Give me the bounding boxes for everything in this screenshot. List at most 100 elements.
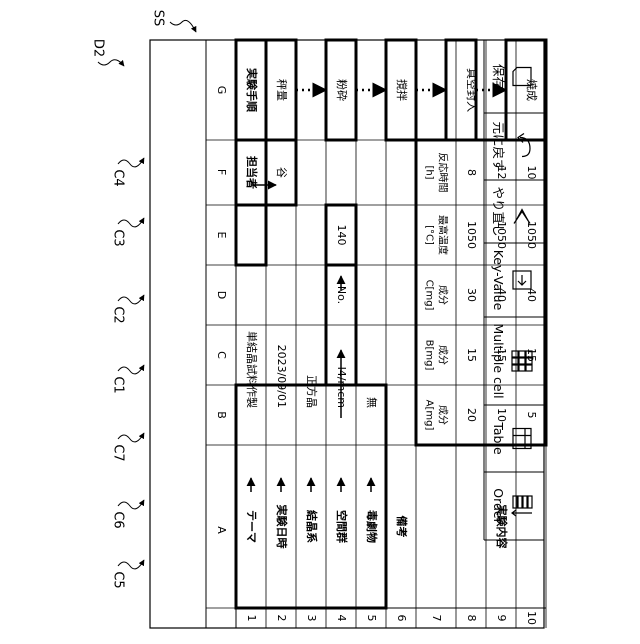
cell-text: 140 [335,225,348,246]
cell-b5: 無 [365,397,379,408]
cell-f7: 反応時間[h] [424,153,450,193]
cell-b8: 20 [465,408,478,422]
cell-text: 備考 [395,516,409,538]
ref-label-c3: C3 [111,229,126,246]
row-header-9: 9 [495,615,508,622]
row-header-7: 7 [430,615,443,622]
ref-leader-d2 [98,60,124,66]
cell-text: 実験日時 [275,505,289,549]
row-header-1: 1 [245,615,258,622]
cell-b7: 成分A[mg] [424,400,449,431]
toolbar-button-c3[interactable]: Table [491,421,531,455]
cell-e4: 140 [335,225,348,246]
row-header-4: 4 [335,615,348,622]
ref-label-c1: C1 [111,376,126,393]
ref-leader-c4 [118,158,144,167]
mc-cell [512,351,518,357]
mc-cell [512,365,518,371]
cell-text: 2023/09/01 [275,345,288,408]
cell-f8: 8 [465,169,478,176]
order-bar [523,496,527,508]
mc-cell [519,358,525,364]
cell-text: 無 [365,397,379,408]
kv-arrow [518,275,526,285]
cell-text: 谷 [275,167,288,178]
ref-label-c4: C4 [111,169,126,186]
cell-b3: 正方晶 [305,375,319,408]
cell-text: 粉砕 [335,79,349,101]
cell-g1: 実験手順 [245,68,259,113]
row-header-5: 5 [365,615,378,622]
toolbar-button-c7[interactable]: やり直し [491,186,530,236]
cell-text: 正方晶 [305,375,319,408]
col-header-d: D [215,291,228,299]
toolbar-label: Table [491,421,506,455]
cell-c8: 15 [465,348,478,362]
ref-label-d2: D2 [91,39,106,57]
cell-text: 10 [495,408,508,422]
ref-label-c7: C7 [111,444,126,461]
toolbar-label: 元に戻す [491,121,506,171]
cell-text: 20 [465,408,478,422]
ref-leader-ss [170,20,196,32]
toolbar-label: Order [491,488,506,524]
ref-label-c6: C6 [111,511,126,528]
cell-text: 10 [525,166,538,180]
cell-text: 最高温度 [437,215,450,255]
toolbar-button-c2[interactable]: Multiple cell [491,323,532,398]
cell-f2: 谷 [275,167,288,178]
cell-f10: 10 [525,166,538,180]
toolbar-button-c6[interactable]: 元に戻す [491,121,530,171]
order-bar [518,496,522,508]
cell-a5: 毒劇物 [365,510,379,543]
col-header-f: F [215,169,228,175]
row-header-3: 3 [305,615,318,622]
ref-leader-c7 [118,433,144,442]
cell-text: [°C] [424,225,435,245]
order-bar [528,496,532,508]
col-header-b: B [215,411,228,419]
ref-leader-c2 [118,295,144,304]
row-header-10: 10 [525,611,538,625]
cell-g6: 撹拌 [395,79,409,101]
cell-text: A[mg] [424,400,435,431]
order-icon [512,496,532,516]
row-header-8: 8 [465,615,478,622]
cell-f1: 担当者 [245,156,259,189]
cell-text: 実験手順 [245,68,259,113]
cell-b2: 2023/09/01 [275,345,288,408]
mc-cell [519,365,525,371]
cell-e10: 1050 [525,221,538,249]
mc-cell [526,365,532,371]
cell-b1: 単結晶試料作製 [245,331,259,408]
cell-text: 撹拌 [395,79,409,101]
cell-b9: 10 [495,408,508,422]
cell-text: 30 [465,288,478,302]
cell-text: 担当者 [245,156,259,189]
cell-text: 1050 [525,221,538,249]
cell-text: [h] [424,165,435,179]
toolbar-button-c4[interactable]: Order [491,488,532,524]
toolbar-button-c5[interactable]: 保存 [491,64,531,89]
cell-text: 1050 [465,221,478,249]
toolbar-label: Multiple cell [491,323,506,398]
cell-text: 15 [465,348,478,362]
toolbar-button-c1[interactable]: Key-Value [491,250,531,311]
order-bar [513,496,517,508]
cell-text: 単結晶試料作製 [245,331,259,408]
cell-e7: 最高温度[°C] [424,215,450,255]
cell-c7: 成分B[mg] [424,340,449,371]
ref-leader-c1 [118,365,144,374]
cell-d7: 成分C[mg] [424,280,449,311]
cell-text: 毒劇物 [365,510,379,543]
ref-leader-c6 [118,500,144,509]
cell-d10: 40 [525,288,538,302]
col-header-c: C [215,351,228,359]
ref-label-c2: C2 [111,306,126,323]
cell-text: 空間群 [335,510,349,543]
cell-a6: 備考 [395,516,409,538]
ref-label-c5: C5 [111,571,126,588]
cell-e8: 1050 [465,221,478,249]
col-header-g: G [215,86,228,95]
